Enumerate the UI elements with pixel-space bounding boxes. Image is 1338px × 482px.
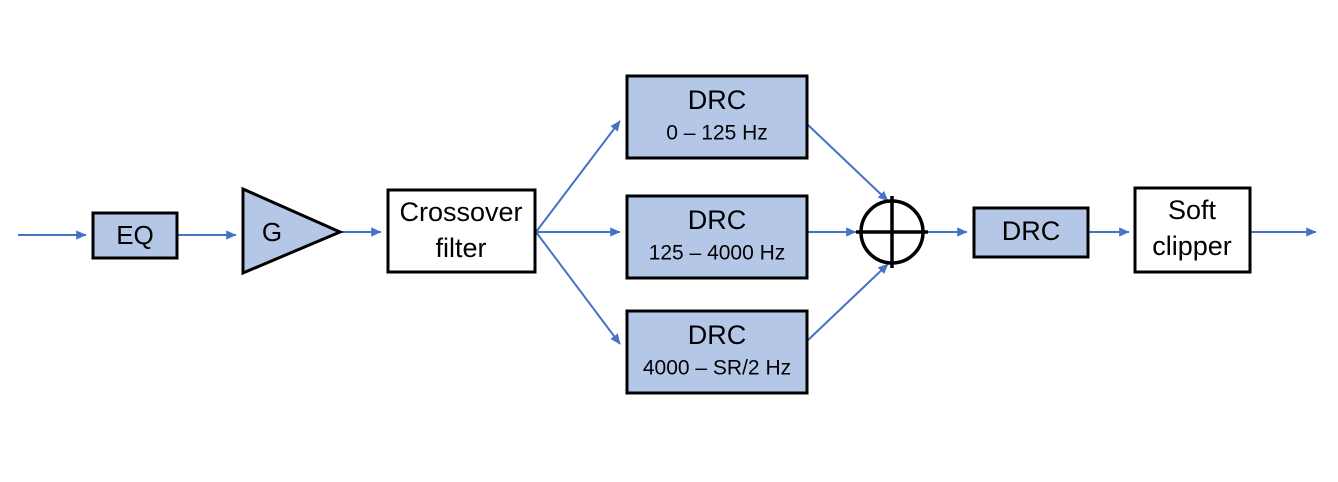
block-drc-master-shape	[972, 206, 1090, 259]
block-drc-mid[interactable]: DRC 125 – 4000 Hz	[625, 194, 809, 280]
block-drc-high[interactable]: DRC 4000 – SR/2 Hz	[625, 309, 809, 395]
block-drc-mid-label-line2: 125 – 4000 Hz	[649, 242, 786, 265]
block-soft-clipper-label-line2: clipper	[1152, 231, 1232, 261]
block-crossover-filter[interactable]: Crossover filter	[386, 188, 537, 274]
block-drc-high-label-line1: DRC	[688, 320, 747, 350]
block-eq-label: EQ	[116, 220, 154, 250]
connector-layer	[18, 120, 1317, 345]
block-gain[interactable]: G	[241, 186, 344, 276]
connector-drc-low-to-sum	[806, 123, 889, 202]
block-crossover-filter-label-line2: filter	[435, 233, 486, 263]
block-drc-low-label-line1: DRC	[688, 85, 747, 115]
block-soft-clipper[interactable]: Soft clipper	[1133, 186, 1252, 274]
block-eq-shape	[91, 211, 179, 260]
block-drc-high-shape	[625, 309, 809, 395]
block-eq[interactable]: EQ	[91, 211, 179, 260]
block-crossover-filter-label-line1: Crossover	[399, 197, 522, 227]
connector-crossover-to-drc-high	[535, 231, 621, 345]
block-crossover-filter-shape	[386, 188, 537, 274]
block-drc-master[interactable]: DRC	[972, 206, 1090, 259]
block-drc-mid-shape	[625, 194, 809, 280]
connector-crossover-to-drc-low	[535, 120, 621, 233]
block-drc-low[interactable]: DRC 0 – 125 Hz	[625, 74, 809, 160]
summing-junction[interactable]	[856, 196, 928, 268]
block-drc-low-label-line2: 0 – 125 Hz	[666, 122, 768, 145]
block-drc-mid-label-line1: DRC	[688, 205, 747, 235]
connector-drc-high-to-sum	[806, 263, 889, 342]
block-drc-master-label: DRC	[1002, 216, 1061, 246]
block-drc-high-label-line2: 4000 – SR/2 Hz	[643, 357, 791, 380]
block-soft-clipper-shape	[1133, 186, 1252, 274]
block-gain-shape	[241, 186, 344, 276]
block-drc-low-shape	[625, 74, 809, 160]
block-gain-label: G	[262, 217, 282, 247]
block-soft-clipper-label-line1: Soft	[1168, 195, 1217, 225]
